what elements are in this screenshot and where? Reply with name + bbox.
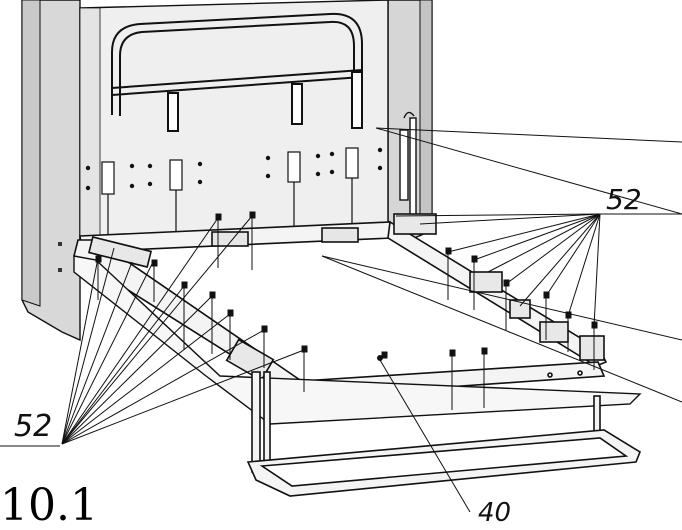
frame-left-rail	[73, 236, 302, 394]
figure-number: 10.1	[0, 480, 98, 530]
callout-label-52-left: 52	[14, 409, 53, 444]
callout-label-52-right: 52	[606, 183, 642, 216]
frame-right-rail	[387, 213, 608, 367]
leaders-52-right	[395, 213, 682, 327]
headboard-bar	[111, 12, 363, 132]
back-screws	[85, 147, 383, 191]
folding-leg	[246, 371, 641, 497]
under-board	[73, 255, 642, 425]
back-panel	[79, 0, 389, 253]
callout-label-40: 40	[478, 498, 512, 528]
frame-back-rail	[79, 221, 393, 253]
leaders-52-left	[0, 215, 305, 447]
back-brackets	[101, 147, 359, 236]
leaders-right-edge	[321, 127, 682, 513]
left-side-panel	[21, 0, 81, 342]
